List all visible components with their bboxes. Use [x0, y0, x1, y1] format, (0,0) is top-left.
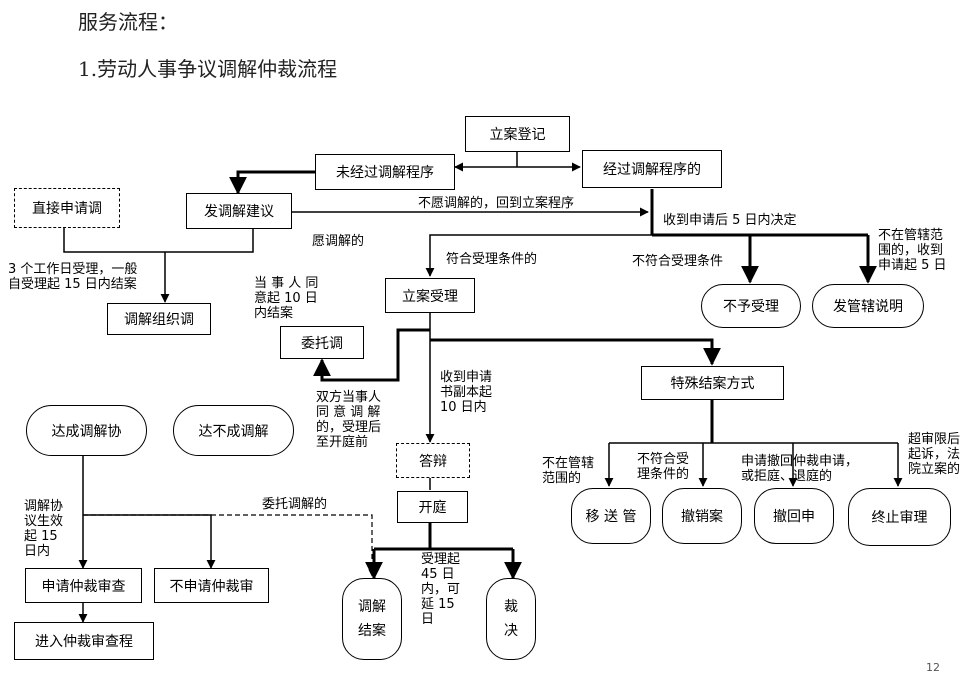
revoke-terminal: 撤销案	[662, 488, 742, 544]
special-box: 特殊结案方式	[641, 366, 784, 400]
not-in-jurisdiction-label: 不在管辖 范围的	[542, 456, 595, 486]
three-days-label: 3 个工作日受理，一般 自受理起 15 日内结案	[8, 262, 138, 292]
mediation-close-terminal: 调解 结案	[342, 578, 402, 660]
agreement-effective-label: 调解协 议生效 起 15 日内	[24, 499, 64, 559]
jurisdiction-note-terminal: 发管辖说明	[812, 284, 924, 328]
no-agreement-terminal: 达不成调解	[173, 405, 294, 456]
not-apply-review-box: 不申请仲裁审	[154, 568, 269, 603]
overdue-label: 超审限后 起诉，法 院立案的	[908, 432, 961, 477]
send-suggestion-box: 发调解建议	[186, 193, 292, 229]
ruling-terminal: 裁 决	[486, 578, 536, 660]
reach-agreement-terminal: 达成调解协	[26, 405, 147, 456]
not-meet-2-label: 不符合受 理条件的	[637, 452, 690, 482]
page-heading: 服务流程：	[78, 10, 178, 34]
parties-agree-label: 当 事 人 同 意起 10 日 内结案	[254, 276, 319, 321]
entrust-box: 委托调	[280, 326, 364, 359]
enter-review-box: 进入仲裁审查程	[14, 622, 154, 660]
accept-45-label: 受理起 45 日 内，可 延 15 日	[421, 552, 461, 627]
page-number: 12	[926, 661, 940, 674]
not-meet-label: 不符合受理条件	[632, 254, 724, 269]
hearing-box: 开庭	[397, 491, 468, 523]
withdraw-req-label: 申请撤回仲裁申请， 或拒庭、退庭的	[741, 454, 859, 484]
transfer-terminal: 移 送 管	[571, 488, 651, 544]
not-accept-terminal: 不予受理	[701, 284, 801, 328]
no-mediation-box: 未经过调解程序	[315, 154, 455, 190]
page-subheading: 1.劳动人事争议调解仲裁流程	[78, 57, 338, 81]
register-box: 立案登记	[465, 116, 570, 152]
willing-label: 愿调解的	[312, 234, 365, 249]
direct-apply-box: 直接申请调	[14, 188, 120, 228]
accept-box: 立案受理	[385, 278, 475, 313]
both-parties-label: 双方当事人 同 意 调 解 的，受理后 至开庭前	[316, 390, 382, 450]
copy-10days-label: 收到申请 书副本起 10 日内	[440, 370, 493, 415]
withdraw-terminal: 撤回申	[754, 488, 834, 544]
decide-5days-label: 收到申请后 5 日内决定	[663, 213, 797, 228]
refuse-back-label: 不愿调解的，回到立案程序	[418, 196, 575, 211]
meets-conditions-label: 符合受理条件的	[446, 252, 538, 267]
entrusted-mediation-label: 委托调解的	[262, 497, 328, 512]
org-mediation-box: 调解组织调	[107, 303, 211, 335]
mediated-box: 经过调解程序的	[582, 150, 722, 188]
defense-box: 答辩	[396, 443, 470, 478]
out-of-scope-label: 不在管辖范 围的，收到 申请起 5 日	[878, 228, 947, 273]
terminate-terminal: 终止审理	[848, 488, 951, 546]
apply-review-box: 申请仲裁审查	[25, 568, 142, 603]
